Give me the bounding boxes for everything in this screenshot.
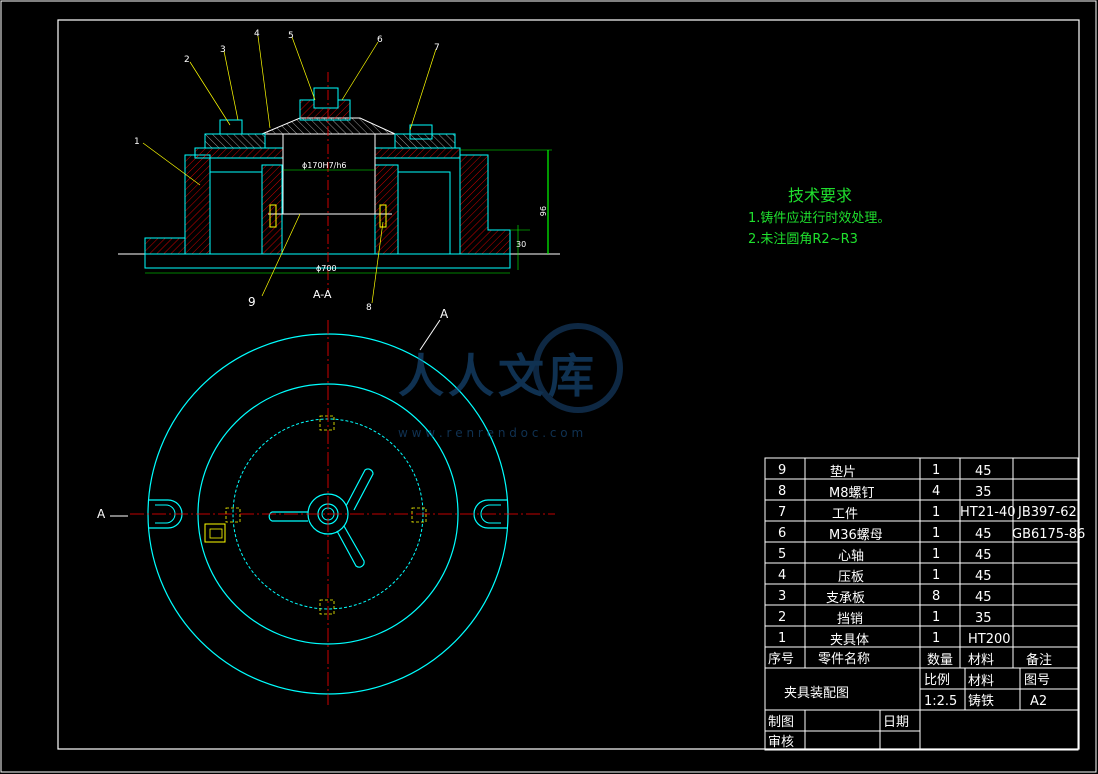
- title-block-text: 夹具装配图 比例 材料 图号 1:2.5 铸铁 A2 制图 日期 审核: [768, 673, 1050, 750]
- bom-row: 3 支承板 8 45: [778, 589, 992, 606]
- watermark-url: w w w . r e n r e n d o c . c o m: [398, 426, 583, 440]
- svg-text:1: 1: [932, 463, 940, 478]
- section-marker-left: A: [97, 507, 106, 521]
- svg-text:HT21-40: HT21-40: [960, 505, 1016, 520]
- svg-text:4: 4: [778, 568, 786, 583]
- scale-label: 比例: [924, 673, 950, 688]
- svg-text:挡销: 挡销: [837, 612, 863, 627]
- svg-text:8: 8: [932, 589, 940, 604]
- bom-table: [764, 457, 1079, 669]
- bom-row: 5 心轴 1 45: [778, 547, 992, 564]
- height-dimension: 96: [538, 206, 547, 216]
- material-label: 材料: [968, 674, 994, 689]
- svg-text:零件名称: 零件名称: [818, 651, 870, 667]
- base-dimension: 30: [516, 240, 526, 249]
- svg-text:1: 1: [932, 568, 940, 583]
- watermark-text: 人人文库: [398, 349, 598, 403]
- checked-label: 审核: [768, 735, 794, 750]
- bom-row: 8 M8螺钉 4 35: [778, 484, 992, 501]
- tech-note-2: 2.未注圆角R2~R3: [748, 232, 858, 247]
- watermark: 人人文库 w w w . r e n r e n d o c . c o m: [398, 323, 623, 440]
- svg-text:心轴: 心轴: [838, 549, 864, 564]
- bom-row: 4 压板 1 45: [778, 568, 992, 585]
- bom-row: 2 挡销 1 35: [778, 610, 992, 627]
- svg-text:支承板: 支承板: [826, 591, 865, 606]
- drawing-no-value: A2: [1030, 694, 1047, 709]
- svg-text:1: 1: [932, 547, 940, 562]
- svg-text:5: 5: [778, 547, 786, 562]
- svg-text:6: 6: [778, 526, 786, 541]
- svg-text:工件: 工件: [832, 507, 858, 522]
- svg-text:1: 1: [932, 610, 940, 625]
- leader-2: 2: [184, 55, 190, 65]
- svg-text:数量: 数量: [927, 653, 953, 668]
- tech-note-1: 1.铸件应进行时效处理。: [748, 210, 890, 226]
- scale-value: 1:2.5: [924, 694, 957, 709]
- watermark-logo-ring: [533, 323, 623, 413]
- section-view: ϕ170H7/h6 ϕ700 96 30 A-A 1 2 3 4 5 6: [118, 29, 560, 313]
- svg-text:9: 9: [778, 463, 786, 478]
- svg-text:1: 1: [932, 526, 940, 541]
- svg-text:8: 8: [778, 484, 786, 499]
- leader-4: 4: [254, 29, 260, 39]
- svg-text:1: 1: [932, 505, 940, 520]
- material-value: 铸铁: [968, 693, 994, 709]
- leader-3: 3: [220, 45, 226, 55]
- svg-text:备注: 备注: [1026, 652, 1052, 668]
- bom-rows: 9 垫片 1 45 8 M8螺钉 4 35 7 工件 1 HT21-40 JB3…: [768, 463, 1085, 668]
- drawing-no-label: 图号: [1024, 673, 1050, 688]
- svg-text:HT200: HT200: [968, 632, 1011, 647]
- bom-row: 6 M36螺母 1 45 GB6175-86: [778, 526, 1085, 543]
- bom-row: 1 夹具体 1 HT200: [778, 631, 1011, 648]
- drawn-label: 制图: [768, 715, 794, 730]
- leader-6: 6: [377, 35, 383, 45]
- svg-text:45: 45: [975, 464, 992, 479]
- sheet-border-inner: [57, 19, 1080, 750]
- svg-text:2: 2: [778, 610, 786, 625]
- leader-8: 8: [366, 303, 372, 313]
- plan-view: A A: [97, 307, 555, 705]
- svg-text:M36螺母: M36螺母: [829, 528, 883, 543]
- fit-dimension: ϕ170H7/h6: [302, 161, 347, 170]
- drawing-name: 夹具装配图: [784, 686, 849, 701]
- svg-text:压板: 压板: [838, 570, 864, 585]
- svg-text:45: 45: [975, 590, 992, 605]
- svg-text:垫片: 垫片: [830, 464, 856, 480]
- svg-text:夹具体: 夹具体: [830, 633, 869, 648]
- title-block: [764, 667, 1079, 751]
- bom-header-row: 序号 零件名称 数量 材料 备注: [768, 651, 1052, 668]
- bom-row: 9 垫片 1 45: [778, 463, 992, 480]
- leader-9: 9: [248, 295, 256, 309]
- date-label: 日期: [883, 715, 909, 730]
- svg-text:45: 45: [975, 569, 992, 584]
- svg-text:GB6175-86: GB6175-86: [1012, 527, 1085, 542]
- svg-text:1: 1: [778, 631, 786, 646]
- svg-text:35: 35: [975, 485, 992, 500]
- tech-requirements: 技术要求 1.铸件应进行时效处理。 2.未注圆角R2~R3: [748, 186, 890, 247]
- leader-7: 7: [434, 43, 440, 53]
- leader-5: 5: [288, 31, 294, 41]
- svg-text:45: 45: [975, 548, 992, 563]
- svg-text:7: 7: [778, 505, 786, 520]
- svg-text:材料: 材料: [968, 653, 994, 668]
- svg-text:45: 45: [975, 527, 992, 542]
- section-marker-top: A: [440, 307, 449, 321]
- svg-text:3: 3: [778, 589, 786, 604]
- svg-text:1: 1: [932, 631, 940, 646]
- svg-text:序号: 序号: [768, 652, 794, 667]
- svg-text:35: 35: [975, 611, 992, 626]
- svg-text:4: 4: [932, 484, 940, 499]
- tech-title: 技术要求: [788, 186, 852, 205]
- svg-text:JB397-62: JB397-62: [1017, 505, 1077, 520]
- bom-row: 7 工件 1 HT21-40 JB397-62: [778, 505, 1077, 522]
- diameter-dimension: ϕ700: [316, 264, 337, 273]
- svg-text:M8螺钉: M8螺钉: [829, 486, 875, 501]
- leader-1: 1: [134, 137, 140, 147]
- view-label: A-A: [313, 288, 332, 301]
